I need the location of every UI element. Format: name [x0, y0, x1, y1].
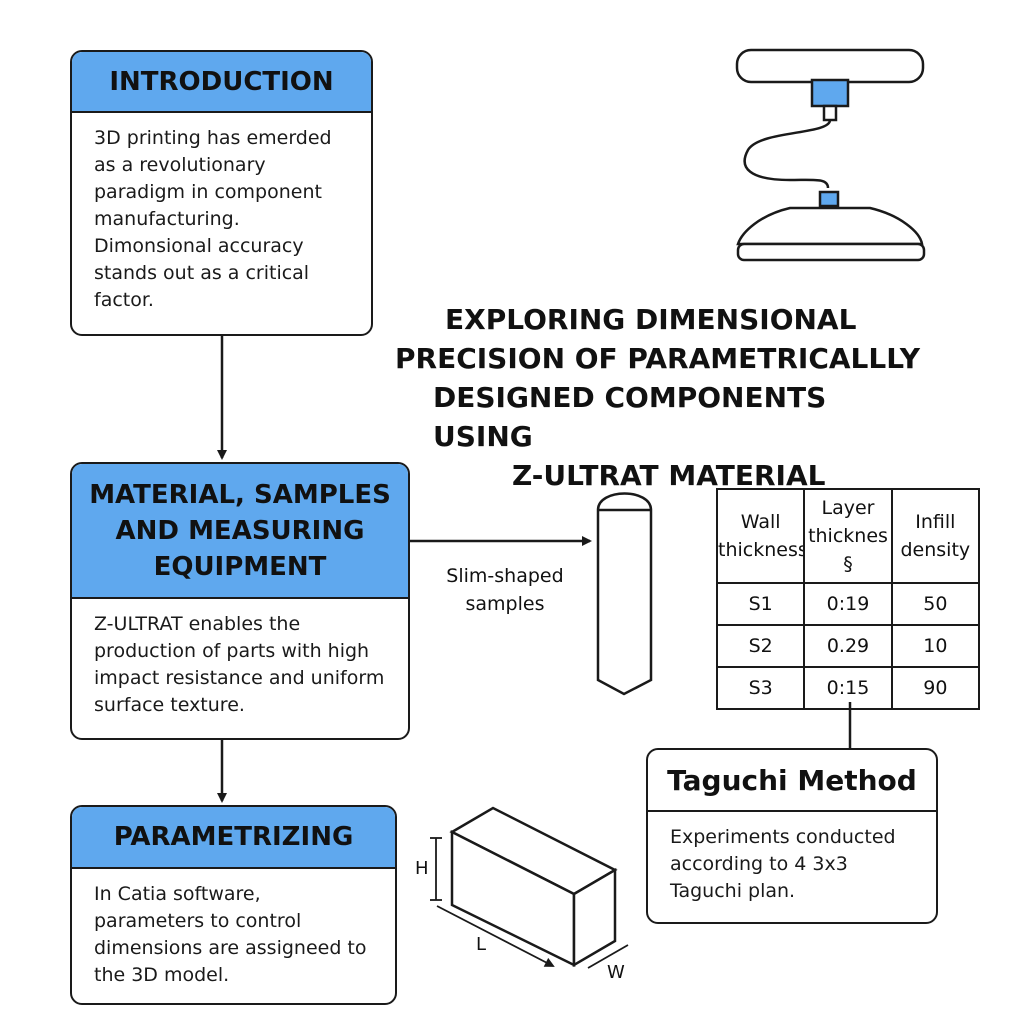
parametrizing-title: PARAMETRIZING [72, 807, 395, 869]
dimension-label-w: W [607, 962, 625, 983]
table-cell: 10 [890, 624, 981, 668]
table-row: S2 0.29 10 [715, 624, 981, 668]
table-cell: 0.29 [803, 624, 893, 668]
introduction-box: INTRODUCTION 3D printing has emerded as … [70, 50, 373, 336]
taguchi-box: Taguchi Method Experiments conducted acc… [646, 748, 938, 924]
table-row: S3 0:15 90 [715, 666, 981, 710]
taguchi-text: Experiments conducted according to 4 3x3… [670, 826, 896, 902]
parameter-table: Wall thickness Layer thicknes § Infill d… [715, 488, 981, 710]
taguchi-title: Taguchi Method [648, 750, 936, 812]
table-cell: 0:15 [803, 666, 893, 710]
samples-label: Slim-shaped samples [446, 565, 564, 615]
material-box: MATERIAL, SAMPLES AND MEASURING EQUIPMEN… [70, 462, 410, 740]
main-title-line-3: DESIGNED COMPONENTS USING [433, 381, 827, 453]
dimension-lines [430, 837, 629, 969]
table-cell: 50 [890, 582, 981, 626]
parametrizing-text: In Catia software, parameters to control… [94, 883, 367, 986]
sample-cylinder-icon [596, 492, 653, 696]
printer-icon [735, 48, 926, 262]
table-cell: S3 [715, 666, 806, 710]
table-cell: 90 [890, 666, 981, 710]
table-cell: S2 [715, 624, 806, 668]
table-row: S1 0:19 50 [715, 582, 981, 626]
main-title-line-2: PRECISION OF PARAMETRICALLLY [395, 342, 920, 375]
block-3d-icon [449, 806, 618, 968]
dimension-label-h: H [415, 858, 429, 879]
table-cell: S1 [715, 582, 806, 626]
introduction-title: INTRODUCTION [72, 52, 371, 113]
table-header-row: Wall thickness Layer thicknes § Infill d… [715, 488, 981, 584]
main-title-line-4: Z-ULTRAT MATERIAL [512, 459, 826, 492]
dimension-label-l: L [476, 934, 487, 955]
table-header: Layer thicknes § [803, 488, 893, 584]
table-header: Infill density [890, 488, 981, 584]
introduction-text: 3D printing has emerded as a revolutiona… [94, 127, 332, 311]
main-title: EXPLORING DIMENSIONAL PRECISION OF PARAM… [390, 300, 930, 495]
material-text: Z-ULTRAT enables the production of parts… [94, 613, 385, 716]
main-title-line-1: EXPLORING DIMENSIONAL [445, 303, 857, 336]
table-header: Wall thickness [715, 488, 806, 584]
material-title: MATERIAL, SAMPLES AND MEASURING EQUIPMEN… [72, 464, 408, 599]
table-cell: 0:19 [803, 582, 893, 626]
parametrizing-box: PARAMETRIZING In Catia software, paramet… [70, 805, 397, 1005]
